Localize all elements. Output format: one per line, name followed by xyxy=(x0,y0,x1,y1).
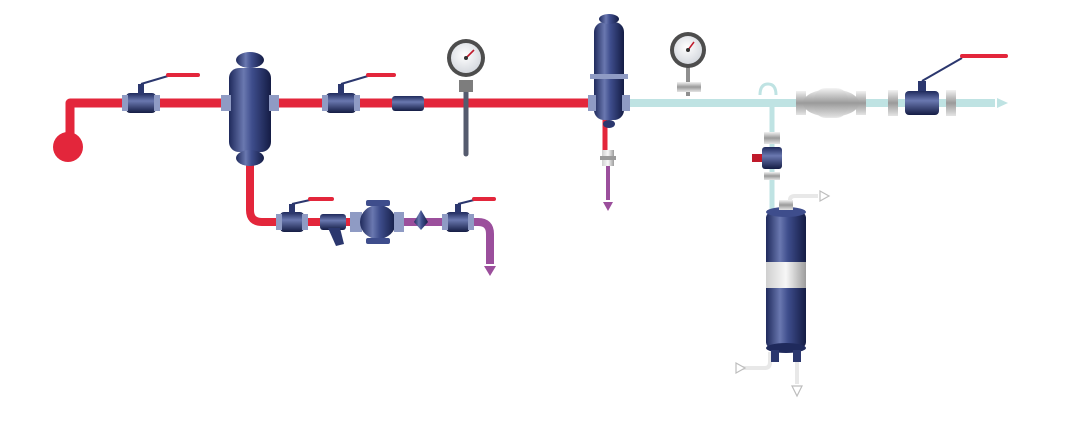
trap-line-valve-a[interactable] xyxy=(276,197,334,232)
water-in-arrow-icon xyxy=(735,361,747,375)
receiver-vessel xyxy=(588,14,630,128)
sample-cooler xyxy=(766,200,806,362)
water-out-arrow-icon xyxy=(819,189,831,203)
trap-line-valve-b[interactable] xyxy=(442,197,496,232)
ball-valve-2[interactable] xyxy=(322,73,396,113)
outlet-arrow-icon xyxy=(997,98,1008,108)
ball-valve-1[interactable] xyxy=(122,73,200,113)
pipe-coupling xyxy=(392,96,424,111)
separator-vessel xyxy=(221,52,279,166)
branch-valve[interactable] xyxy=(752,132,782,180)
sight-glass xyxy=(414,210,428,230)
ball-valve-3[interactable] xyxy=(888,54,1008,116)
drain-arrow-icon xyxy=(484,266,496,276)
receiver-drain-valve[interactable] xyxy=(600,150,616,166)
strainer xyxy=(320,214,346,246)
drain-line xyxy=(360,165,613,276)
sample-out-arrow-icon xyxy=(791,385,803,398)
cold-line xyxy=(622,82,1008,398)
steam-trap xyxy=(350,200,404,244)
pressure-gauge[interactable] xyxy=(670,32,706,96)
thermometer[interactable] xyxy=(447,39,485,157)
flow-meter xyxy=(796,88,866,118)
hot-line xyxy=(65,98,608,226)
inlet-cap xyxy=(53,132,83,162)
drain-arrow-icon xyxy=(603,202,613,211)
